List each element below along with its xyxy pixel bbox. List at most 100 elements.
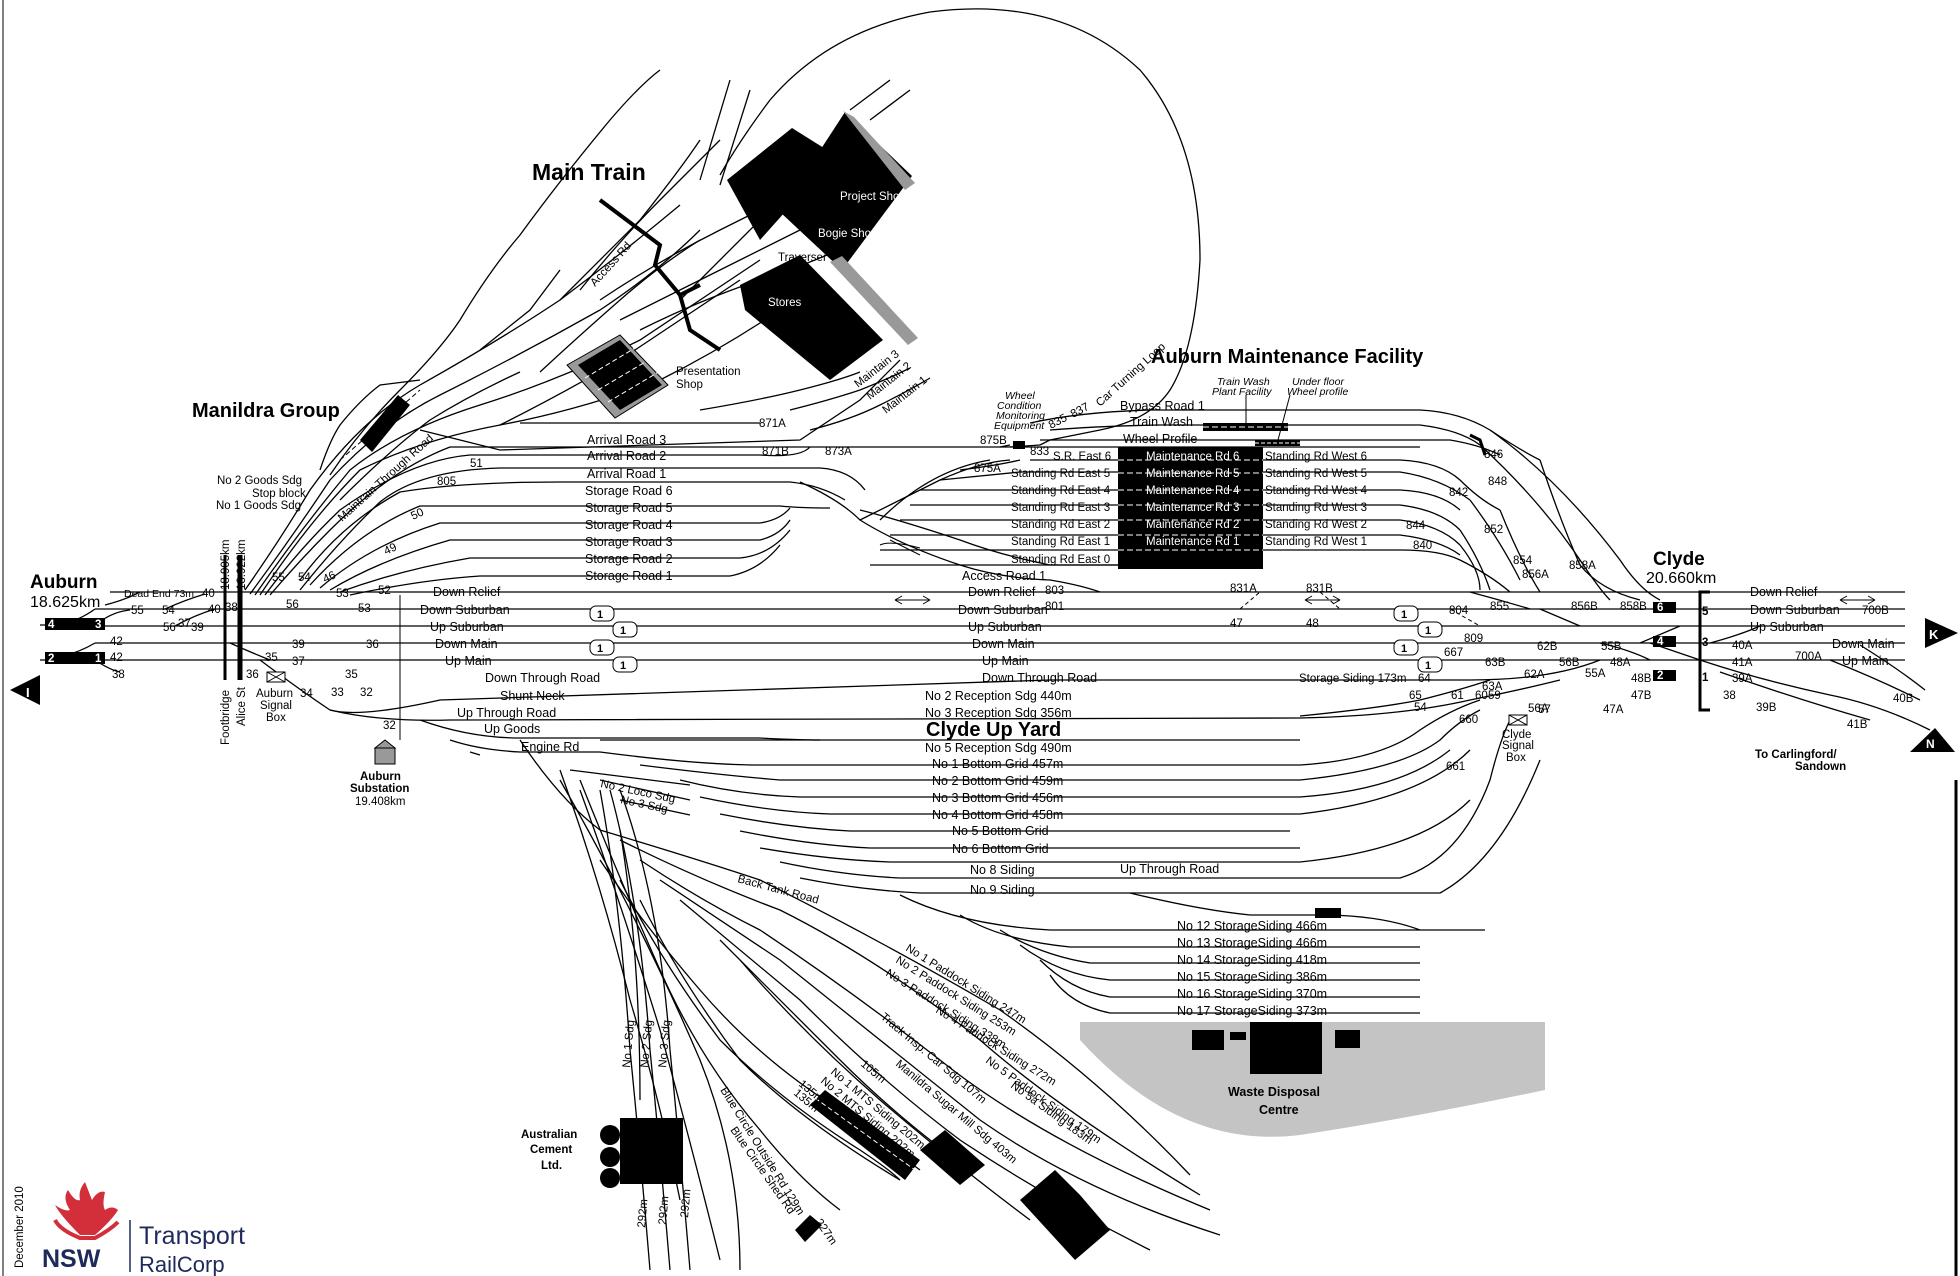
svg-text:No 17 StorageSiding 373m: No 17 StorageSiding 373m — [1177, 1004, 1327, 1018]
svg-text:63A: 63A — [1482, 681, 1503, 693]
building-labels: Project Shop Bogie Shop Traverser Stores… — [676, 191, 1348, 432]
svg-text:Monitoring: Monitoring — [996, 410, 1045, 422]
svg-text:831B: 831B — [1306, 583, 1333, 595]
svg-text:No 2 Goods Sdg: No 2 Goods Sdg — [217, 475, 302, 487]
waratah-icon — [53, 1182, 120, 1240]
svg-text:18.905km: 18.905km — [220, 539, 232, 590]
svg-text:Down Through Road: Down Through Road — [982, 671, 1097, 685]
svg-text:60: 60 — [1475, 690, 1488, 702]
svg-text:842: 842 — [1449, 487, 1468, 499]
svg-text:803: 803 — [1045, 585, 1064, 597]
svg-text:No 12 StorageSiding 466m: No 12 StorageSiding 466m — [1177, 919, 1327, 933]
cement-siding-labels: No 1 Sdg No 2 Sdg No 3 Sdg 292m 292m 292… — [621, 1019, 693, 1228]
svg-text:Standing Rd West 2: Standing Rd West 2 — [1265, 519, 1367, 531]
svg-text:48: 48 — [1306, 618, 1319, 630]
footer-railcorp: RailCorp — [139, 1252, 225, 1276]
nsw-logo: NSW Transport RailCorp — [42, 1182, 245, 1276]
svg-text:804: 804 — [1449, 605, 1469, 617]
svg-text:No 5 Reception Sdg 490m: No 5 Reception Sdg 490m — [925, 741, 1072, 755]
svg-text:54: 54 — [162, 605, 175, 617]
svg-text:37: 37 — [178, 618, 191, 630]
svg-text:No 14 StorageSiding 418m: No 14 StorageSiding 418m — [1177, 953, 1327, 967]
svg-text:37: 37 — [292, 656, 305, 668]
svg-text:1: 1 — [1401, 643, 1407, 655]
svg-text:Box: Box — [266, 712, 286, 724]
auburn-station-name: Auburn — [30, 572, 98, 593]
svg-text:55A: 55A — [1585, 668, 1606, 680]
svg-text:292m: 292m — [657, 1196, 671, 1226]
svg-text:Stores: Stores — [768, 297, 801, 309]
svg-text:Centre: Centre — [1259, 1103, 1299, 1117]
svg-text:Standing Rd East 0: Standing Rd East 0 — [1011, 554, 1110, 566]
svg-text:Shop: Shop — [676, 379, 703, 391]
svg-text:I: I — [26, 685, 30, 700]
svg-text:856A: 856A — [1522, 569, 1549, 581]
maintenance-road-lines — [1118, 459, 1263, 551]
svg-text:Engine Rd: Engine Rd — [521, 740, 579, 754]
svg-text:Standing Rd East 2: Standing Rd East 2 — [1011, 519, 1110, 531]
svg-text:Condition: Condition — [997, 400, 1042, 412]
mts-shed — [810, 1090, 920, 1180]
svg-text:Up Main: Up Main — [1842, 654, 1889, 668]
svg-text:41A: 41A — [1732, 657, 1753, 669]
svg-text:Footbridge: Footbridge — [220, 690, 232, 745]
svg-text:Standing Rd West 4: Standing Rd West 4 — [1265, 485, 1368, 497]
svg-text:53: 53 — [358, 603, 371, 615]
svg-text:No 1 Sdg: No 1 Sdg — [621, 1019, 637, 1068]
svg-text:Maintenance Rd 1: Maintenance Rd 1 — [1146, 536, 1239, 548]
svg-text:837: 837 — [1069, 401, 1092, 421]
svg-text:3: 3 — [1702, 637, 1708, 649]
svg-text:53: 53 — [336, 588, 349, 600]
svg-text:Up Suburban: Up Suburban — [1750, 620, 1824, 634]
svg-text:Arrival Road 1: Arrival Road 1 — [587, 467, 666, 481]
svg-text:Signal: Signal — [1502, 740, 1534, 752]
svg-text:40B: 40B — [1893, 693, 1914, 705]
svg-text:Australian: Australian — [521, 1129, 577, 1141]
clyde-platform-4 — [1653, 636, 1676, 647]
svg-text:1: 1 — [1425, 625, 1431, 637]
svg-text:49: 49 — [382, 541, 399, 557]
waste-disposal-area — [1080, 1022, 1545, 1137]
svg-text:54: 54 — [1414, 702, 1427, 714]
line-markers: 1 1 1 1 1 1 1 1 — [589, 605, 1443, 673]
svg-text:660: 660 — [1459, 714, 1478, 726]
svg-text:48B: 48B — [1631, 673, 1652, 685]
clyde-platform-2 — [1653, 670, 1676, 681]
svg-text:Plant Facility: Plant Facility — [1212, 386, 1272, 398]
svg-text:Up Main: Up Main — [445, 654, 492, 668]
clyde-station-km: 20.660km — [1646, 570, 1716, 587]
clyde-signal-box — [1508, 714, 1528, 726]
svg-text:Standing Rd East 1: Standing Rd East 1 — [1011, 536, 1110, 548]
svg-text:1: 1 — [1401, 609, 1407, 621]
svg-text:51: 51 — [470, 458, 483, 470]
svg-text:Signal: Signal — [260, 700, 292, 712]
yard-siding-labels: No 2 Reception Sdg 440m No 3 Reception S… — [925, 689, 1072, 897]
auburn-signal-box — [266, 671, 286, 683]
svg-text:39B: 39B — [1756, 702, 1777, 714]
svg-text:38: 38 — [225, 602, 238, 614]
svg-text:700A: 700A — [1795, 651, 1822, 663]
svg-text:N: N — [1926, 737, 1935, 751]
svg-text:Down Suburban: Down Suburban — [420, 603, 510, 617]
svg-text:Equipment: Equipment — [994, 420, 1045, 432]
svg-text:4: 4 — [48, 619, 55, 631]
svg-text:Standing Rd East 3: Standing Rd East 3 — [1011, 502, 1110, 514]
svg-text:Train Wash: Train Wash — [1217, 376, 1270, 388]
svg-text:Auburn: Auburn — [256, 688, 293, 700]
svg-text:18.922km: 18.922km — [236, 539, 248, 590]
amf-label: Auburn Maintenance Facility — [1151, 346, 1424, 368]
svg-text:831A: 831A — [1230, 583, 1257, 595]
svg-text:Down Main: Down Main — [972, 637, 1035, 651]
svg-text:875A: 875A — [974, 463, 1001, 475]
svg-text:39A: 39A — [1732, 673, 1753, 685]
svg-text:Storage Road 2: Storage Road 2 — [585, 552, 673, 566]
svg-text:No 2 Reception Sdg 440m: No 2 Reception Sdg 440m — [925, 689, 1072, 703]
svg-text:No 15 StorageSiding 386m: No 15 StorageSiding 386m — [1177, 970, 1327, 984]
svg-text:Down Relief: Down Relief — [1750, 585, 1818, 599]
svg-text:Standing Rd East 5: Standing Rd East 5 — [1011, 468, 1110, 480]
cement-sidings-tracks — [599, 789, 691, 1271]
svg-text:801: 801 — [1045, 601, 1064, 613]
svg-text:41B: 41B — [1847, 719, 1868, 731]
svg-text:858B: 858B — [1620, 601, 1647, 613]
svg-text:Up Suburban: Up Suburban — [968, 620, 1042, 634]
